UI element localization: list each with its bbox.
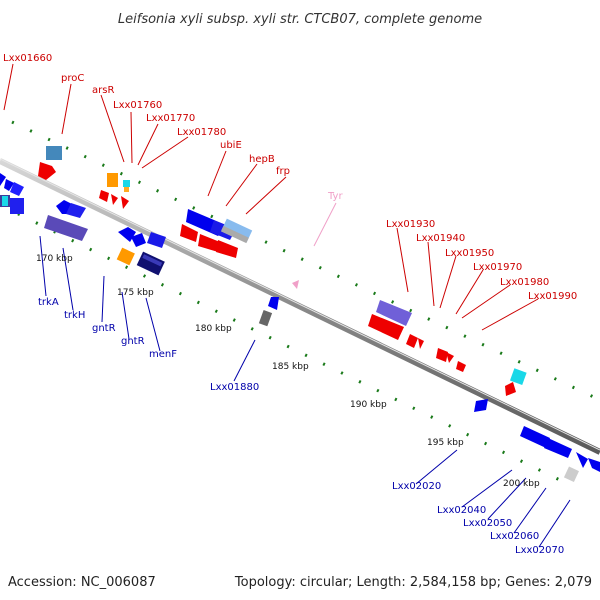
gene-label[interactable]: Lxx01940 xyxy=(416,233,465,244)
scale-tick-label: 200 kbp xyxy=(503,479,540,489)
trna-arrow xyxy=(292,280,299,289)
gene-arrow xyxy=(268,297,279,310)
trna-labels: Tyr xyxy=(327,191,343,202)
gene-arrow xyxy=(198,234,220,252)
gene-label[interactable]: Lxx01780 xyxy=(177,127,226,138)
gene-block xyxy=(220,225,249,244)
map-title: Leifsonia xyli subsp. xyli str. CTCB07, … xyxy=(118,12,482,27)
gene-arrow xyxy=(456,361,466,372)
gene-label[interactable]: ubiE xyxy=(220,140,242,151)
gene-label[interactable]: frp xyxy=(276,166,290,177)
gene-arrow xyxy=(505,382,516,396)
gene-label[interactable]: Lxx02070 xyxy=(515,545,564,556)
gene-block xyxy=(142,254,163,267)
gene-arrow xyxy=(436,348,448,362)
gene-arrow xyxy=(406,334,418,348)
feature-blocks xyxy=(0,146,600,482)
gene-label[interactable]: gntR xyxy=(92,323,116,334)
scale-tick-label: 180 kbp xyxy=(195,324,232,334)
gene-arrow xyxy=(474,399,488,412)
gene-label[interactable]: trkA xyxy=(38,297,59,308)
gene-block xyxy=(123,180,130,187)
gene-block xyxy=(116,247,135,266)
gene-label[interactable]: Lxx01760 xyxy=(113,100,162,111)
gene-arrow xyxy=(376,300,412,326)
gene-block xyxy=(2,196,8,206)
accession-text: Accession: NC_006087 xyxy=(8,575,156,590)
gene-arrow xyxy=(180,224,198,242)
gene-block xyxy=(107,173,118,187)
gene-label[interactable]: Lxx02050 xyxy=(463,518,512,529)
gene-arrow xyxy=(520,426,550,448)
gene-block xyxy=(258,310,273,327)
gene-arrow xyxy=(147,232,166,248)
gene-label[interactable]: Lxx01990 xyxy=(528,291,577,302)
scale-tick-label: 185 kbp xyxy=(272,362,309,372)
gene-arrow xyxy=(418,338,424,349)
gene-arrow xyxy=(10,182,24,196)
gene-label[interactable]: Lxx01770 xyxy=(146,113,195,124)
gene-label[interactable]: hepB xyxy=(249,154,275,165)
gene-label[interactable]: Lxx01980 xyxy=(500,277,549,288)
gene-label[interactable]: proC xyxy=(61,73,84,84)
scale-tick-label: 175 kbp xyxy=(117,288,154,298)
gene-label[interactable]: arsR xyxy=(92,85,114,96)
gene-block xyxy=(124,187,129,192)
gene-block xyxy=(563,466,579,482)
gene-label[interactable]: Lxx01970 xyxy=(473,262,522,273)
scale-tick-label: 190 kbp xyxy=(350,400,387,410)
gene-arrow xyxy=(368,314,404,340)
gene-arrow xyxy=(66,203,86,218)
scale-tick-labels: 170 kbp 175 kbp 180 kbp 185 kbp 190 kbp … xyxy=(36,254,540,489)
gene-block xyxy=(509,368,527,385)
gene-label[interactable]: Lxx01880 xyxy=(210,382,259,393)
gene-arrow xyxy=(118,227,136,242)
scale-tick-label: 170 kbp xyxy=(36,254,73,264)
genome-backbone xyxy=(0,158,600,455)
gene-arrow xyxy=(131,233,146,247)
gene-label[interactable]: gntR xyxy=(121,336,145,347)
gene-label[interactable]: Lxx02040 xyxy=(437,505,486,516)
gene-label[interactable]: Lxx01930 xyxy=(386,219,435,230)
genome-summary-text: Topology: circular; Length: 2,584,158 bp… xyxy=(234,575,592,590)
forward-gene-labels: Lxx01660 proC arsR Lxx01760 Lxx01770 Lxx… xyxy=(3,53,577,302)
gene-block xyxy=(46,146,62,160)
gene-arrow xyxy=(588,458,600,472)
trna-label[interactable]: Tyr xyxy=(327,191,343,202)
gene-arrow xyxy=(446,352,454,363)
gene-arrow xyxy=(99,190,109,202)
reverse-gene-labels: trkA trkH gntR gntR menF Lxx01880 Lxx020… xyxy=(38,297,564,556)
gene-arrow xyxy=(38,162,56,180)
outer-dashed-ring xyxy=(11,120,600,402)
inner-dashed-ring xyxy=(0,203,571,487)
gene-arrow xyxy=(576,452,588,468)
gene-arrow xyxy=(216,240,238,258)
gene-label[interactable]: Lxx01950 xyxy=(445,248,494,259)
gene-label[interactable]: menF xyxy=(149,349,177,360)
gene-label[interactable]: Lxx01660 xyxy=(3,53,52,64)
gene-arrow xyxy=(544,438,572,458)
gene-block xyxy=(10,198,24,214)
gene-arrow xyxy=(44,215,88,241)
gene-label[interactable]: Lxx02020 xyxy=(392,481,441,492)
gene-arrow xyxy=(0,173,6,186)
gene-arrow xyxy=(111,194,118,205)
gene-label[interactable]: Lxx02060 xyxy=(490,531,539,542)
label-leader-lines xyxy=(3,63,571,548)
scale-tick-label: 195 kbp xyxy=(427,438,464,448)
gene-arrow xyxy=(121,196,129,209)
gene-arrow xyxy=(4,179,14,191)
gene-label[interactable]: trkH xyxy=(64,310,85,321)
